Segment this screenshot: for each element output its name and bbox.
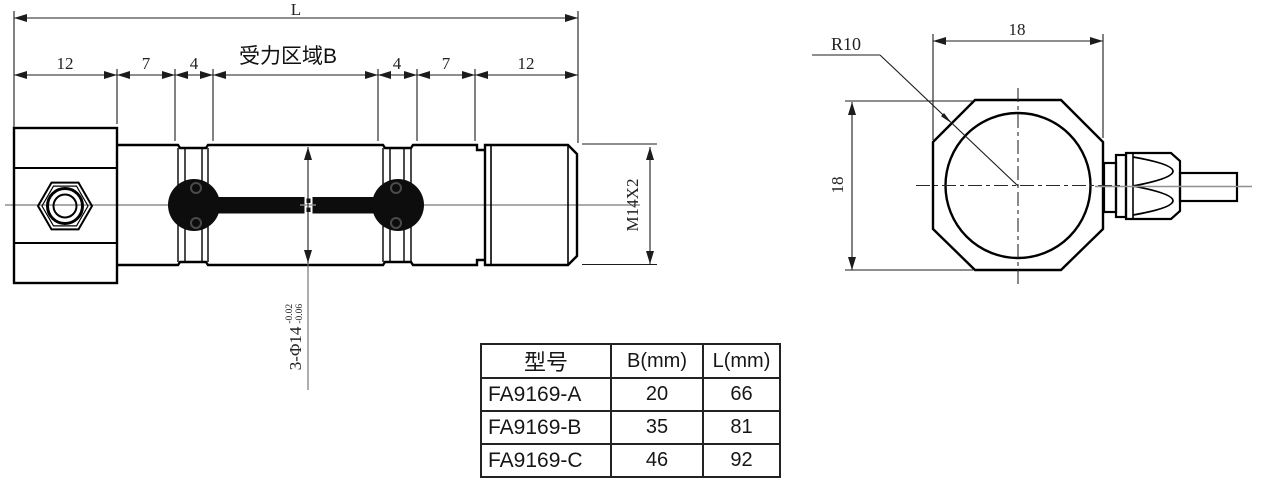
strain-gauge-assembly — [168, 179, 424, 231]
spec-cell-l: 66 — [702, 377, 781, 412]
spec-cell-b: 20 — [610, 377, 704, 412]
mount-block — [12, 126, 119, 285]
dim-label-L: L — [290, 0, 302, 19]
gauge-blob-right — [372, 179, 424, 231]
spec-header-model: 型号 — [480, 343, 612, 379]
spec-cell-b: 46 — [610, 443, 704, 478]
spec-cell-model: FA9169-C — [480, 443, 612, 478]
spec-header-l: L(mm) — [702, 343, 781, 379]
cable-gland — [1095, 151, 1252, 221]
radius-leader-arrow — [941, 113, 952, 124]
strain-bar — [194, 197, 398, 214]
spec-cell-l: 92 — [702, 443, 781, 478]
bore-tolerance: -0.02-0.06 — [285, 303, 305, 324]
end-view — [916, 88, 1252, 284]
spec-row-b: FA9169-B 35 81 — [480, 410, 781, 445]
body-outline-bottom — [117, 258, 485, 267]
dim-label-12-left: 12 — [56, 54, 74, 73]
spec-cell-model: FA9169-A — [480, 377, 612, 412]
gauge-blob-left — [168, 179, 220, 231]
octagon-housing — [931, 98, 1105, 272]
gauge-screws — [190, 182, 402, 229]
spec-header-b: B(mm) — [610, 343, 704, 379]
thread-callout: M14X2 — [623, 178, 642, 232]
spec-table: 型号 B(mm) L(mm) FA9169-A 20 66 FA9169-B 3… — [480, 343, 781, 478]
dim-label-4-right: 4 — [392, 54, 402, 73]
spec-cell-l: 81 — [702, 410, 781, 445]
spec-row-a: FA9169-A 20 66 — [480, 377, 781, 412]
force-zone-label: 受力区域B — [238, 45, 337, 68]
dim-label-4-left: 4 — [189, 54, 199, 73]
hex-nut — [36, 181, 94, 231]
side-view — [5, 126, 640, 285]
side-view-dimensions — [13, 11, 657, 390]
bore-callout: 3-Φ14-0.02-0.06 — [284, 281, 308, 393]
dim-label-width18: 18 — [1008, 20, 1026, 39]
dim-label-7-right: 7 — [441, 54, 451, 73]
spec-row-c: FA9169-C 46 92 — [480, 443, 781, 478]
dim-label-7-left: 7 — [141, 54, 151, 73]
bore-callout-main: 3-Φ14 — [285, 326, 305, 371]
spec-cell-b: 35 — [610, 410, 704, 445]
radius-callout: R10 — [830, 34, 861, 54]
dim-label-12-right: 12 — [517, 54, 535, 73]
end-view-dimensions — [812, 34, 1104, 271]
gland-nut — [1124, 151, 1182, 221]
body-outline-top — [117, 143, 485, 152]
spec-cell-model: FA9169-B — [480, 410, 612, 445]
spec-header-row: 型号 B(mm) L(mm) — [480, 343, 781, 379]
dim-label-height18: 18 — [828, 176, 847, 194]
